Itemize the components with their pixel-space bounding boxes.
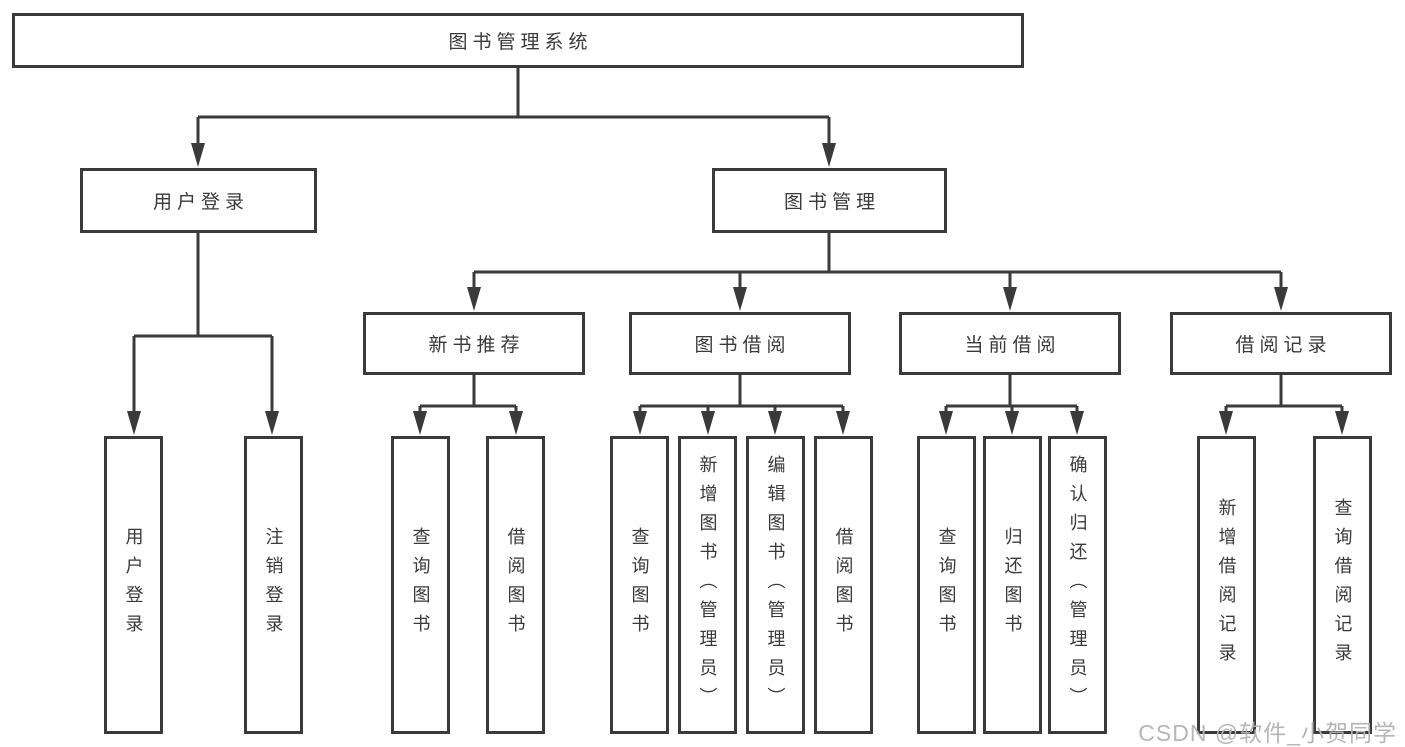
leaf-add-borrow-record: 新增借阅记录 bbox=[1197, 436, 1256, 734]
leaf-query-books-borrow: 查询图书 bbox=[610, 436, 669, 734]
csdn-watermark: CSDN @软件_小贺同学 bbox=[1138, 720, 1397, 746]
node-label: 图书管理系统 bbox=[448, 32, 593, 53]
node-label: 注销登录 bbox=[263, 527, 284, 643]
node-borrow-record: 借阅记录 bbox=[1170, 312, 1392, 375]
node-label: 用户登录 bbox=[152, 192, 249, 213]
node-new-book-recommend: 新书推荐 bbox=[363, 312, 585, 375]
node-label: 新增图书（管理员） bbox=[697, 454, 718, 716]
leaf-borrow-books-borrow: 借阅图书 bbox=[814, 436, 873, 734]
node-label: 借阅记录 bbox=[1235, 335, 1332, 356]
node-label: 图书借阅 bbox=[694, 335, 791, 356]
node-current-borrow: 当前借阅 bbox=[899, 312, 1121, 375]
leaf-edit-book-admin: 编辑图书（管理员） bbox=[746, 436, 805, 734]
node-label: 查询图书 bbox=[629, 527, 650, 643]
node-label: 归还图书 bbox=[1002, 527, 1023, 643]
node-label: 查询图书 bbox=[410, 527, 431, 643]
leaf-query-books-current: 查询图书 bbox=[917, 436, 976, 734]
leaf-user-login: 用户登录 bbox=[104, 436, 163, 734]
node-label: 图书管理 bbox=[783, 192, 880, 213]
node-label: 新增借阅记录 bbox=[1216, 498, 1237, 672]
node-system-root: 图书管理系统 bbox=[12, 13, 1024, 68]
node-label: 当前借阅 bbox=[964, 335, 1061, 356]
leaf-add-book-admin: 新增图书（管理员） bbox=[678, 436, 737, 734]
node-label: 借阅图书 bbox=[833, 527, 854, 643]
leaf-confirm-return-admin: 确认归还（管理员） bbox=[1048, 436, 1107, 734]
node-label: 借阅图书 bbox=[505, 527, 526, 643]
leaf-query-borrow-record: 查询借阅记录 bbox=[1313, 436, 1372, 734]
leaf-logout: 注销登录 bbox=[244, 436, 303, 734]
node-label: 新书推荐 bbox=[428, 335, 525, 356]
leaf-query-books-recommend: 查询图书 bbox=[391, 436, 450, 734]
node-book-borrow: 图书借阅 bbox=[629, 312, 851, 375]
leaf-return-books: 归还图书 bbox=[983, 436, 1042, 734]
node-book-management: 图书管理 bbox=[712, 168, 947, 233]
node-label: 查询图书 bbox=[936, 527, 957, 643]
arrowheads bbox=[127, 143, 1349, 435]
node-user-login: 用户登录 bbox=[80, 168, 317, 233]
node-label: 编辑图书（管理员） bbox=[765, 454, 786, 716]
node-label: 查询借阅记录 bbox=[1332, 498, 1353, 672]
node-label: 用户登录 bbox=[123, 527, 144, 643]
leaf-borrow-books-recommend: 借阅图书 bbox=[486, 436, 545, 734]
node-label: 确认归还（管理员） bbox=[1067, 454, 1088, 716]
